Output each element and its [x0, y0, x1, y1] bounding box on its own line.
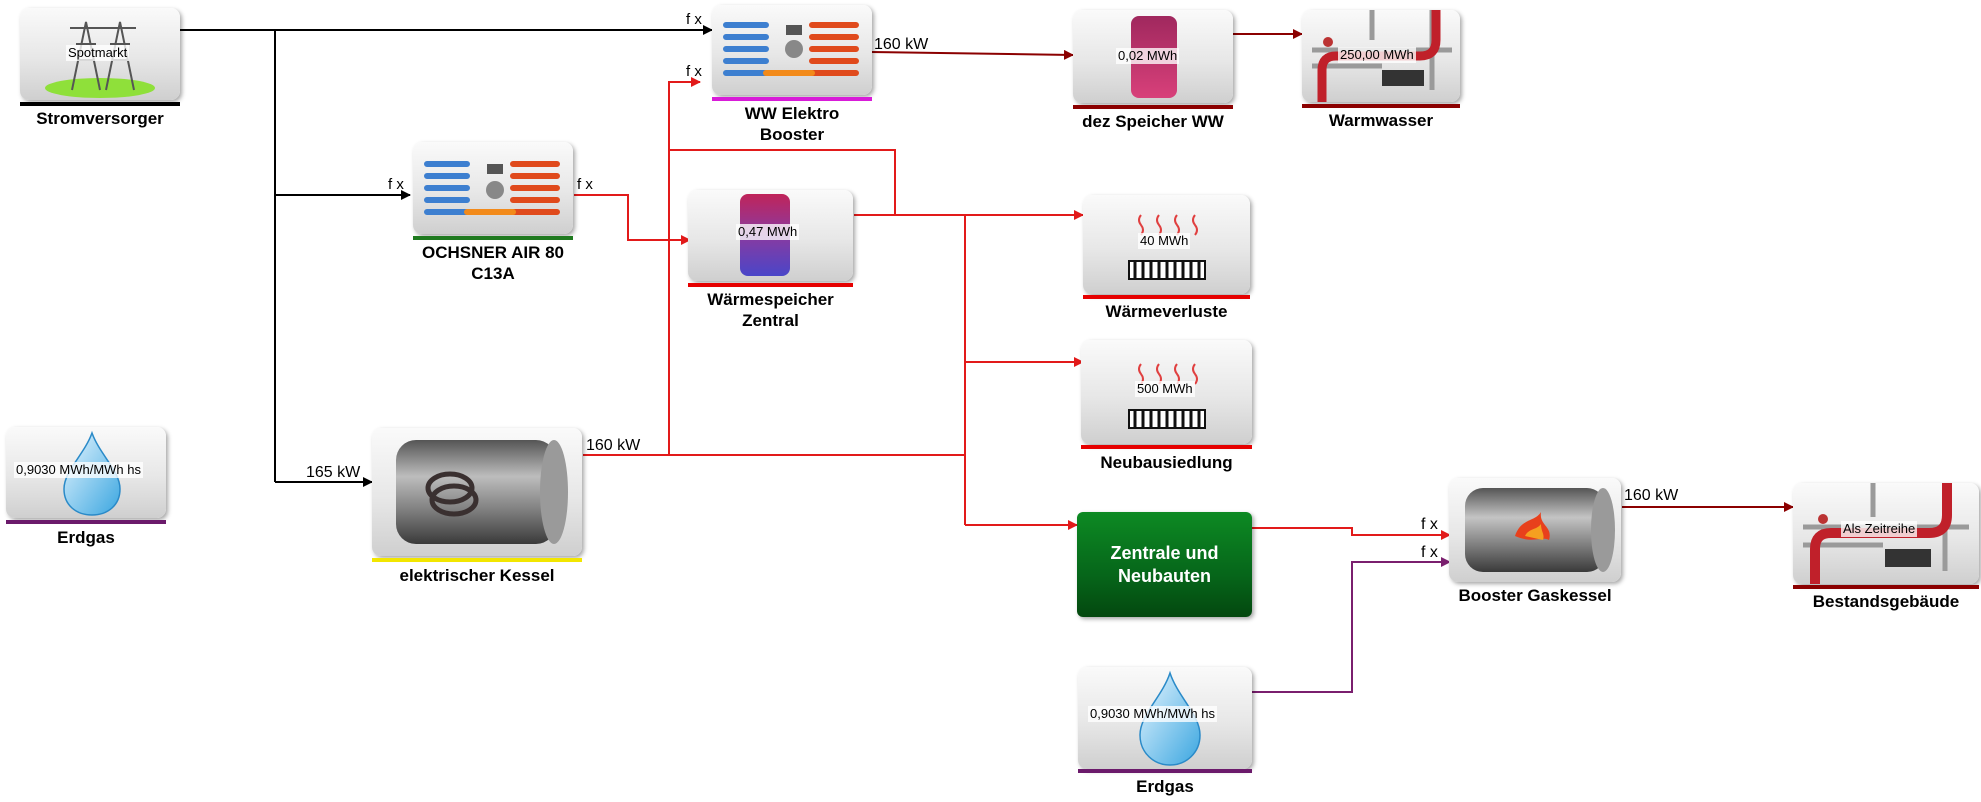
node-label-line2: Zentral	[742, 311, 799, 330]
node-neubausiedlung[interactable]: 500 MWh Neubausiedlung	[1081, 340, 1252, 475]
node-label-line1: WW Elektro	[744, 104, 840, 123]
node-label: Erdgas	[57, 528, 115, 547]
node-bestandsgebaeude[interactable]: Als Zeitreihe Bestandsgebäude	[1793, 483, 1979, 618]
node-underline	[413, 236, 573, 240]
node-underline	[1081, 445, 1252, 449]
node-waermespeicher-zentral[interactable]: 0,47 MWh Wärmespeicher Zentral	[688, 190, 853, 335]
node-waermeverluste[interactable]: 40 MWh Wärmeverluste	[1083, 195, 1250, 321]
node-label: Wärmeverluste	[1105, 302, 1228, 321]
heat-pump-icon	[712, 5, 872, 95]
node-label-line2: C13A	[471, 264, 515, 283]
link-erdgas-gaskessel	[1252, 557, 1451, 693]
node-label: Neubausiedlung	[1100, 453, 1233, 472]
node-underline	[6, 520, 166, 524]
node-ochsner[interactable]: OCHSNER AIR 80 C13A	[413, 142, 573, 287]
node-underline	[1078, 769, 1252, 773]
zentrale-label-line2: Neubauten	[1117, 565, 1211, 586]
fx-label-ochsner-out: f x	[577, 176, 593, 193]
erdgas-bottom-value: 0,9030 MWh/MWh hs	[1088, 706, 1217, 722]
node-underline	[1302, 104, 1460, 108]
link-speicher-booster-feed	[669, 149, 896, 215]
node-label-line2: Booster	[759, 125, 825, 144]
node-warmwasser[interactable]: 250,00 MWh Warmwasser	[1302, 10, 1460, 135]
node-underline	[712, 97, 872, 101]
node-erdgas-left[interactable]: 0,9030 MWh/MWh hs Erdgas	[6, 427, 166, 552]
link-ochsner-speicher	[574, 194, 691, 245]
heat-pump-icon	[413, 142, 573, 234]
node-zentrale-neubauten[interactable]: Zentrale und Neubauten	[1077, 512, 1252, 617]
flow-label-gaskessel-out: 160 kW	[1624, 487, 1679, 504]
node-label: Bestandsgebäude	[1812, 592, 1960, 611]
fx-label-booster-top: f x	[686, 11, 702, 28]
link-booster-dezspeicher	[869, 49, 1074, 60]
node-dez-speicher-ww[interactable]: 0,02 MWh dez Speicher WW	[1073, 10, 1233, 135]
flow-label-booster-out: 160 kW	[874, 36, 929, 53]
node-label: Warmwasser	[1328, 111, 1434, 130]
link-zentrale-gaskessel	[1252, 527, 1451, 540]
node-label-line1: OCHSNER AIR 80	[421, 243, 564, 262]
node-underline	[688, 283, 853, 287]
node-elektrischer-kessel[interactable]: elektrischer Kessel	[372, 428, 582, 588]
node-stromversorger[interactable]: Spotmarkt Stromversorger	[20, 8, 180, 128]
node-ww-elektro-booster[interactable]: WW Elektro Booster	[712, 5, 872, 145]
warmwasser-value: 250,00 MWh	[1338, 47, 1416, 63]
node-label-line1: Wärmespeicher	[707, 290, 834, 309]
fx-label-ochsner-in: f x	[388, 176, 404, 193]
node-booster-gaskessel[interactable]: Booster Gaskessel	[1449, 478, 1621, 613]
zentrale-label-line1: Zentrale und	[1110, 542, 1219, 563]
flow-label-kessel-out: 160 kW	[586, 437, 641, 454]
node-underline	[1073, 105, 1233, 109]
gas-boiler-icon	[1449, 478, 1621, 582]
erdgas-left-value: 0,9030 MWh/MWh hs	[14, 462, 143, 478]
neubausiedlung-value: 500 MWh	[1135, 381, 1195, 397]
fx-label-booster-bottom: f x	[686, 63, 702, 80]
fx-label-gaskessel-heat: f x	[1421, 516, 1438, 533]
link-vertical-669	[668, 77, 701, 455]
electric-boiler-icon	[372, 428, 582, 556]
node-erdgas-bottom[interactable]: 0,9030 MWh/MWh hs Erdgas	[1078, 667, 1252, 802]
flow-label-kessel-in: 165 kW	[306, 464, 361, 481]
node-label: Stromversorger	[36, 109, 164, 128]
stromversorger-inner-label: Spotmarkt	[66, 45, 130, 61]
waermeverluste-value: 40 MWh	[1138, 233, 1191, 249]
node-label: dez Speicher WW	[1082, 112, 1224, 131]
node-underline	[20, 102, 180, 106]
node-underline	[1793, 585, 1979, 589]
node-underline	[372, 558, 582, 562]
dez-speicher-value: 0,02 MWh	[1116, 48, 1180, 64]
bestandsgebaeude-value: Als Zeitreihe	[1841, 521, 1918, 537]
waermespeicher-value: 0,47 MWh	[736, 224, 800, 240]
node-label: Booster Gaskessel	[1458, 586, 1612, 605]
fx-label-gaskessel-gas: f x	[1421, 544, 1438, 561]
node-underline	[1083, 295, 1250, 299]
node-label: elektrischer Kessel	[399, 566, 555, 585]
node-label: Erdgas	[1136, 777, 1194, 796]
